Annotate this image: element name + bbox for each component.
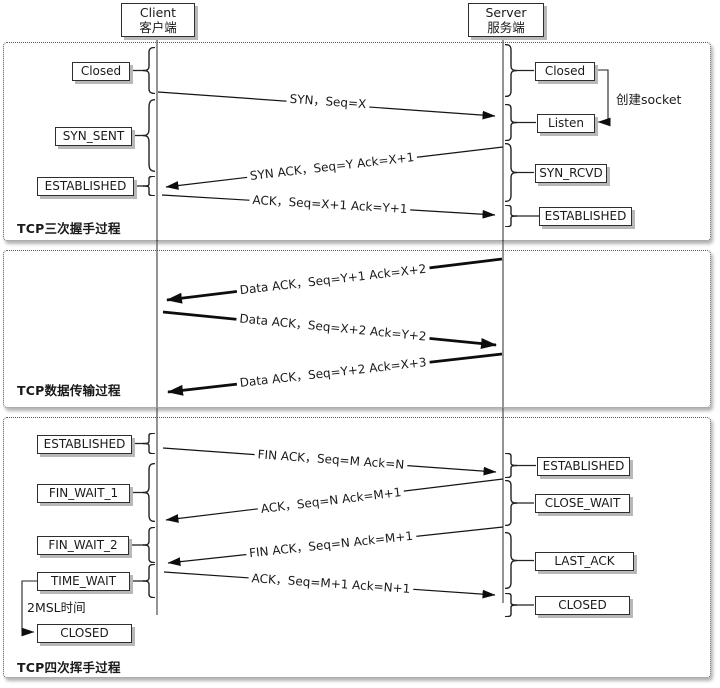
brace-server-last-ack bbox=[505, 532, 517, 589]
create-socket-connector bbox=[593, 69, 611, 127]
section-title-teardown: TCP四次挥手过程 bbox=[17, 660, 121, 675]
brace-client-fin-wait-2 bbox=[143, 527, 155, 563]
section-title-handshake: TCP三次握手过程 bbox=[17, 221, 121, 236]
section-data-transfer bbox=[3, 250, 711, 408]
brace-client-closed bbox=[143, 47, 155, 94]
brace-client-established-fin bbox=[143, 433, 155, 454]
state-server-listen: Listen bbox=[537, 114, 595, 133]
state-client-closed-fin: CLOSED bbox=[37, 624, 132, 643]
brace-client-time-wait bbox=[143, 564, 155, 598]
brace-client-established-hs bbox=[143, 176, 155, 196]
brace-server-established-hs bbox=[505, 205, 517, 227]
section-teardown bbox=[3, 417, 711, 678]
state-client-time-wait: TIME_WAIT bbox=[37, 572, 130, 591]
brace-client-syn-sent bbox=[143, 99, 155, 172]
server-header-box: Server 服务端 bbox=[468, 3, 544, 37]
state-client-fin-wait-1: FIN_WAIT_1 bbox=[37, 484, 130, 503]
brace-server-syn-rcvd bbox=[505, 143, 517, 202]
state-server-last-ack: LAST_ACK bbox=[535, 552, 634, 571]
server-name-en: Server bbox=[485, 5, 527, 20]
state-server-established-fin: ESTABLISHED bbox=[537, 457, 630, 476]
state-server-close-wait: CLOSE_WAIT bbox=[535, 494, 630, 513]
msl-connector bbox=[21, 580, 37, 637]
section-title-transfer: TCP数据传输过程 bbox=[17, 383, 121, 398]
state-client-established-hs: ESTABLISHED bbox=[37, 177, 134, 196]
state-server-closed: Closed bbox=[535, 62, 595, 81]
brace-server-listen bbox=[505, 104, 517, 141]
create-socket-label: 创建socket bbox=[616, 92, 682, 107]
brace-client-fin-wait-1 bbox=[143, 463, 155, 522]
brace-server-established-fin bbox=[505, 453, 517, 478]
state-client-syn-sent: SYN_SENT bbox=[55, 127, 132, 146]
brace-server-closed bbox=[505, 44, 517, 97]
msl-label: 2MSL时间 bbox=[27, 600, 86, 615]
server-name-zh: 服务端 bbox=[487, 20, 525, 35]
state-server-closed-fin: CLOSED bbox=[535, 596, 630, 615]
brace-server-closed-fin bbox=[505, 593, 517, 617]
state-server-syn-rcvd: SYN_RCVD bbox=[535, 164, 607, 183]
state-client-fin-wait-2: FIN_WAIT_2 bbox=[37, 536, 129, 555]
client-name-en: Client bbox=[139, 5, 177, 20]
state-client-established-fin: ESTABLISHED bbox=[37, 435, 132, 454]
brace-server-close-wait bbox=[505, 480, 517, 526]
client-name-zh: 客户端 bbox=[139, 20, 177, 35]
state-server-established-hs: ESTABLISHED bbox=[539, 207, 632, 226]
state-client-closed: Closed bbox=[72, 62, 130, 81]
client-header-box: Client 客户端 bbox=[121, 3, 195, 37]
section-handshake bbox=[3, 42, 711, 241]
